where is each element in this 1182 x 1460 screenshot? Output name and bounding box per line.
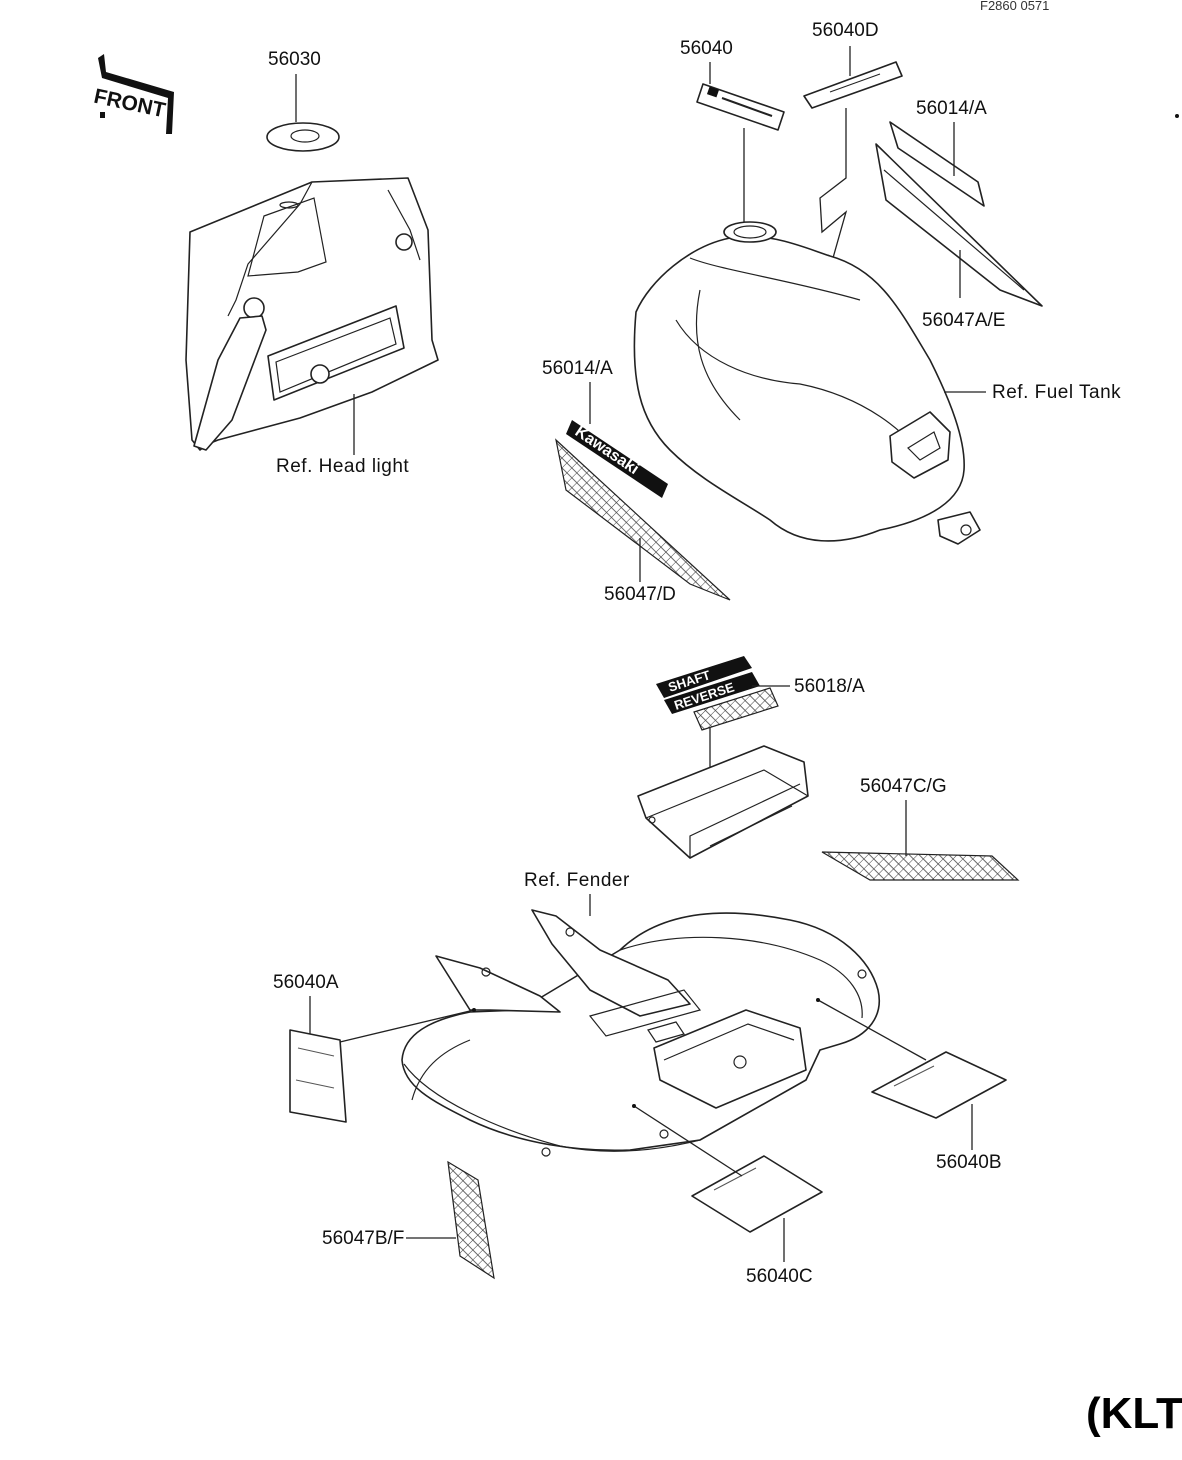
ref-fender-label: Ref. Fender <box>524 870 630 891</box>
decal-56040D <box>803 61 903 109</box>
storage-cover <box>637 745 809 859</box>
label-56018A: 56018/A <box>794 676 865 697</box>
ref-fuel-tank-label: Ref. Fuel Tank <box>992 382 1121 403</box>
label-56040C: 56040C <box>746 1266 813 1287</box>
fuel-tank <box>633 221 981 545</box>
decal-56047AE <box>875 143 1043 307</box>
label-56047CG: 56047C/G <box>860 776 947 797</box>
decal-56030 <box>266 122 340 152</box>
label-56047BF: 56047B/F <box>322 1228 404 1249</box>
headlight-housing <box>185 177 439 451</box>
ref-head-light-label: Ref. Head light <box>276 456 409 477</box>
label-56040A: 56040A <box>273 972 339 993</box>
decal-56040C <box>691 1155 823 1233</box>
fender <box>401 909 880 1157</box>
decal-56018A: SHAFT REVERSE <box>656 656 779 731</box>
label-56014A-left: 56014/A <box>542 358 613 379</box>
decal-56047D <box>555 438 731 601</box>
label-56040B: 56040B <box>936 1152 1002 1173</box>
decal-56014A-top <box>889 121 985 207</box>
model-code: (KLT <box>1086 1389 1182 1438</box>
label-56040D: 56040D <box>812 20 879 41</box>
label-56030: 56030 <box>268 49 321 70</box>
figure-code: F2860 0571 <box>980 0 1049 13</box>
decal-56047BF <box>447 1160 495 1280</box>
decal-56040B <box>871 1051 1007 1119</box>
corner-dot <box>1175 114 1179 118</box>
label-56014A-top: 56014/A <box>916 98 987 119</box>
label-56047D: 56047/D <box>604 584 676 605</box>
decal-56040 <box>696 83 785 131</box>
label-56047AE: 56047A/E <box>922 310 1005 331</box>
front-marker: FRONT <box>92 54 174 134</box>
decal-56040A <box>289 1029 347 1123</box>
decal-56047CG <box>821 851 1020 881</box>
label-56040: 56040 <box>680 38 733 59</box>
